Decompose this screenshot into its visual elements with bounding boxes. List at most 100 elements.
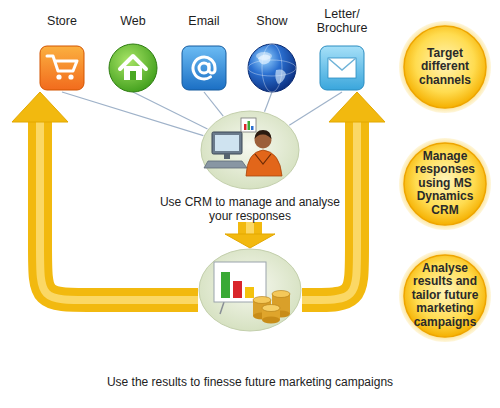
monitor-screen (215, 135, 239, 151)
board-leg (256, 302, 260, 314)
cart-wheel (56, 74, 61, 79)
channel-node: Store (22, 4, 102, 92)
house-roof (120, 56, 146, 69)
app-window (241, 118, 256, 132)
person-body (246, 150, 282, 176)
process-oval: Use the results to finesse future market… (198, 248, 302, 398)
flow-arrow (225, 222, 275, 248)
arrow-shine (246, 222, 254, 234)
goal-text: Analyse results and tailor future market… (407, 262, 483, 329)
house-body (124, 66, 142, 80)
keyboard (204, 161, 247, 168)
computer-user-illustration (204, 118, 282, 176)
chart-bar (221, 272, 230, 298)
link-line (265, 92, 272, 112)
monitor (212, 132, 242, 154)
goal-circle: Target different channels (399, 21, 491, 113)
coin-stack (253, 300, 271, 316)
chart-board (214, 262, 266, 302)
node-outline (200, 110, 300, 190)
arrow-band (40, 122, 198, 300)
goal-text: Manage responses using MS Dynamics CRM (407, 150, 483, 217)
icon-tile (320, 46, 364, 90)
channel-node: Show (232, 4, 312, 92)
node-outline (198, 248, 302, 332)
channel-label: Store (22, 14, 102, 28)
arrow-shine (302, 122, 357, 300)
cart-wheel (68, 74, 73, 79)
oval-shape (199, 249, 301, 331)
circle-shape (404, 255, 486, 337)
chart-bar (233, 281, 242, 298)
arrow-band (302, 122, 357, 300)
person-hair (255, 130, 272, 139)
envelope-flap (328, 58, 356, 70)
coin-stack (262, 308, 280, 320)
at-symbol (199, 63, 209, 73)
channel-node: Letter/ Brochure (302, 4, 382, 92)
link-line (204, 92, 223, 116)
icon-disc (109, 44, 157, 92)
channel-node: Email (164, 4, 244, 92)
globe-land (258, 54, 271, 64)
step-caption: Use CRM to manage and analyse your respo… (155, 196, 345, 224)
at-symbol (193, 57, 215, 79)
icon-tile (40, 46, 84, 90)
channel-node: Web (93, 4, 173, 92)
globe-shine (256, 52, 272, 60)
monitor-stand (224, 154, 230, 159)
link-line (62, 92, 203, 136)
circle-halo (399, 250, 491, 342)
app-bar (244, 124, 247, 130)
goal-circle: Analyse results and tailor future market… (399, 250, 491, 342)
coin (253, 313, 271, 320)
envelope-body (328, 58, 356, 78)
person-collar (255, 154, 271, 164)
board-leg (220, 302, 224, 314)
channel-label: Email (164, 14, 244, 28)
coin (272, 291, 290, 298)
circle-shape (404, 26, 486, 108)
arrow-head (12, 92, 68, 122)
link-line (133, 92, 207, 129)
circle-shape (404, 143, 486, 225)
channel-label: Web (93, 14, 173, 28)
process-oval: Use CRM to manage and analyse your respo… (200, 110, 300, 222)
coin (253, 297, 271, 304)
step-caption: Use the results to finesse future market… (60, 376, 440, 390)
globe-parallel (248, 60, 296, 76)
link-line (62, 92, 203, 136)
link-line (133, 92, 207, 129)
arrow-head (225, 234, 275, 248)
coin (262, 317, 280, 324)
channel-label: Show (232, 14, 312, 28)
link-line (204, 92, 223, 116)
coin (272, 311, 290, 318)
globe-icon (248, 44, 296, 92)
link-line (265, 92, 272, 112)
app-bar (248, 121, 251, 130)
chart-coins-illustration (214, 262, 290, 324)
store-icon (40, 46, 84, 90)
arrow-head (329, 92, 385, 122)
goal-circle: Manage responses using MS Dynamics CRM (399, 138, 491, 230)
email-icon (182, 46, 226, 90)
globe-disc (248, 44, 296, 92)
coin (262, 305, 280, 312)
circle-halo (399, 21, 491, 113)
person-head (255, 132, 272, 149)
cart-symbol (47, 56, 77, 71)
circle-halo (399, 138, 491, 230)
goal-text: Target different channels (407, 47, 483, 87)
arrow-shine (40, 122, 198, 300)
icon-tile (182, 46, 226, 90)
coin-stack (272, 294, 290, 314)
app-bar (251, 126, 254, 130)
letter-icon (320, 46, 364, 90)
chart-bar (245, 287, 254, 298)
house-door (130, 71, 136, 80)
globe-meridian (262, 44, 282, 92)
